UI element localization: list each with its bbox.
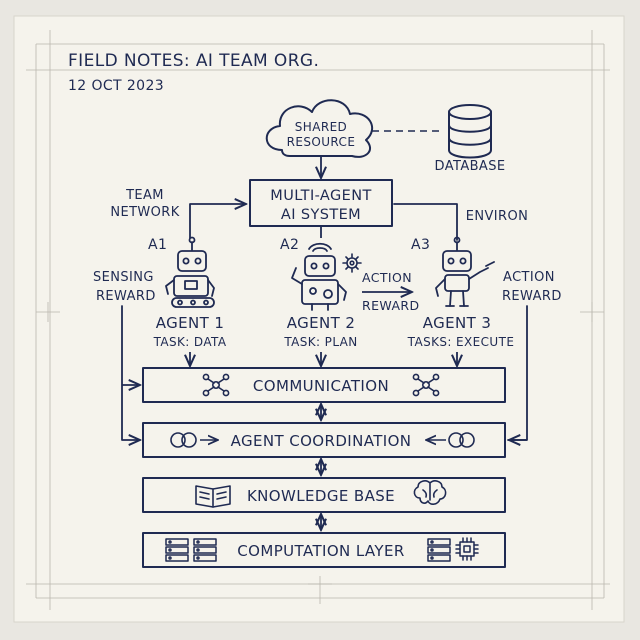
agent1-to-system-arrow — [189, 204, 246, 239]
left-feedback-lines — [121, 305, 140, 440]
agent2-id: A2 — [280, 237, 299, 253]
agent1-id: A1 — [148, 237, 167, 253]
robot-agent2-icon — [291, 242, 347, 311]
database-label: DATABASE — [435, 159, 506, 174]
system-label-line1: MULTI-AGENT — [270, 188, 371, 204]
agent1-name: AGENT 1 — [156, 314, 225, 332]
action-right-label: ACTION — [503, 270, 555, 285]
page-title: FIELD NOTES: AI TEAM ORG. — [68, 51, 319, 71]
reward-mid-label: REWARD — [362, 298, 420, 313]
server-icon-left — [165, 538, 217, 562]
agent3-id: A3 — [411, 237, 430, 253]
cloud-label-line1: SHARED — [295, 120, 347, 134]
action-mid-label: ACTION — [362, 270, 412, 285]
team-network-label-line1: TEAM — [125, 188, 164, 203]
communication-label: COMMUNICATION — [253, 377, 389, 395]
sketch-frame — [26, 30, 610, 610]
gear-icon — [342, 253, 362, 273]
sensing-label: SENSING — [93, 270, 154, 285]
system-to-agent3-link — [393, 203, 458, 241]
computation-label: COMPUTATION LAYER — [237, 542, 404, 560]
chip-icon — [455, 537, 479, 561]
agent2-task: TASK: PLAN — [283, 335, 357, 349]
reward-left-label: REWARD — [96, 289, 156, 304]
knowledge-label: KNOWLEDGE BASE — [247, 487, 395, 505]
agent1-task: TASK: DATA — [153, 335, 227, 349]
agent3-name: AGENT 3 — [423, 314, 492, 332]
robot-agent1-icon — [165, 236, 215, 308]
server-icon-right — [427, 538, 451, 562]
cloud-label-line2: RESOURCE — [287, 135, 356, 149]
agent2-name: AGENT 2 — [287, 314, 356, 332]
communication-box — [142, 367, 506, 403]
computation-layer-box — [142, 532, 506, 568]
agent-coordination-box — [142, 422, 506, 458]
network-icon-left — [202, 373, 230, 397]
page-date: 12 OCT 2023 — [68, 78, 164, 94]
database-icon — [448, 104, 492, 159]
network-icon-right — [412, 373, 440, 397]
sync-icon-right — [448, 432, 475, 448]
robot-agent3-icon — [435, 236, 495, 307]
agent3-task: TASKS: EXECUTE — [407, 335, 515, 349]
team-network-label-line2: NETWORK — [110, 205, 179, 220]
environ-label: ENVIRON — [466, 209, 528, 224]
cloud-icon — [265, 99, 373, 158]
reward-right-label: REWARD — [502, 289, 562, 304]
coordination-label: AGENT COORDINATION — [231, 432, 412, 450]
book-icon — [195, 485, 231, 508]
brain-icon — [413, 480, 447, 505]
system-label-line2: AI SYSTEM — [281, 207, 361, 223]
sync-icon-left — [170, 432, 197, 448]
knowledge-base-box — [142, 477, 506, 513]
